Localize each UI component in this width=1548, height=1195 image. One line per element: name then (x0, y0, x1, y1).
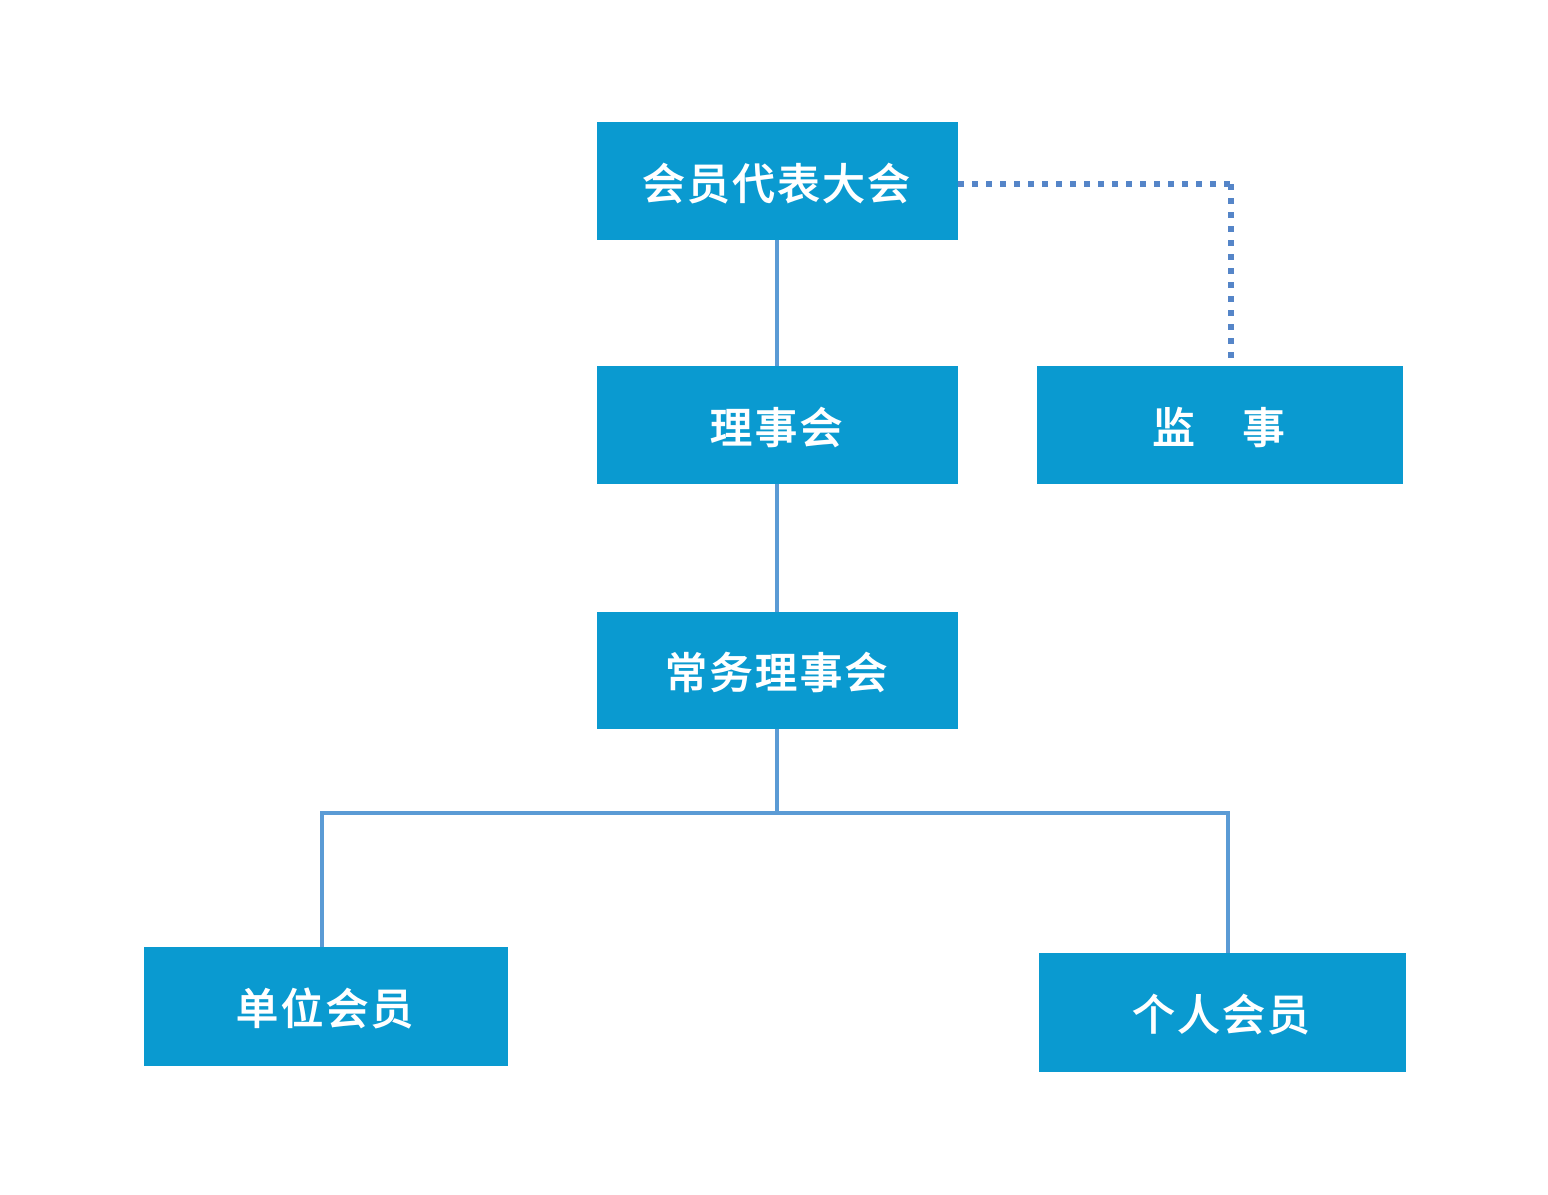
node-council: 理事会 (597, 366, 958, 484)
connector-standing-stem (775, 729, 779, 813)
node-supervisor-label: 监 事 (1152, 403, 1288, 453)
connector-council-standing (775, 484, 779, 612)
node-supervisor: 监 事 (1037, 366, 1403, 484)
node-unit-member-label: 单位会员 (235, 985, 416, 1034)
connector-assembly-supervisor-horizontal-dotted (958, 181, 1232, 187)
connector-individual-member-drop (1226, 811, 1230, 953)
node-member-assembly: 会员代表大会 (597, 122, 958, 240)
node-individual-member: 个人会员 (1039, 953, 1406, 1072)
connector-unit-member-drop (320, 811, 324, 947)
node-standing-council: 常务理事会 (597, 612, 958, 729)
node-council-label: 理事会 (709, 403, 845, 453)
node-individual-member-label: 个人会员 (1132, 991, 1313, 1040)
node-standing-council-label: 常务理事会 (664, 649, 890, 698)
node-unit-member: 单位会员 (144, 947, 508, 1066)
node-member-assembly-label: 会员代表大会 (642, 159, 913, 209)
connector-members-horizontal (320, 811, 1230, 815)
connector-assembly-supervisor-vertical-dotted (1228, 184, 1234, 366)
connector-assembly-council (775, 240, 779, 366)
